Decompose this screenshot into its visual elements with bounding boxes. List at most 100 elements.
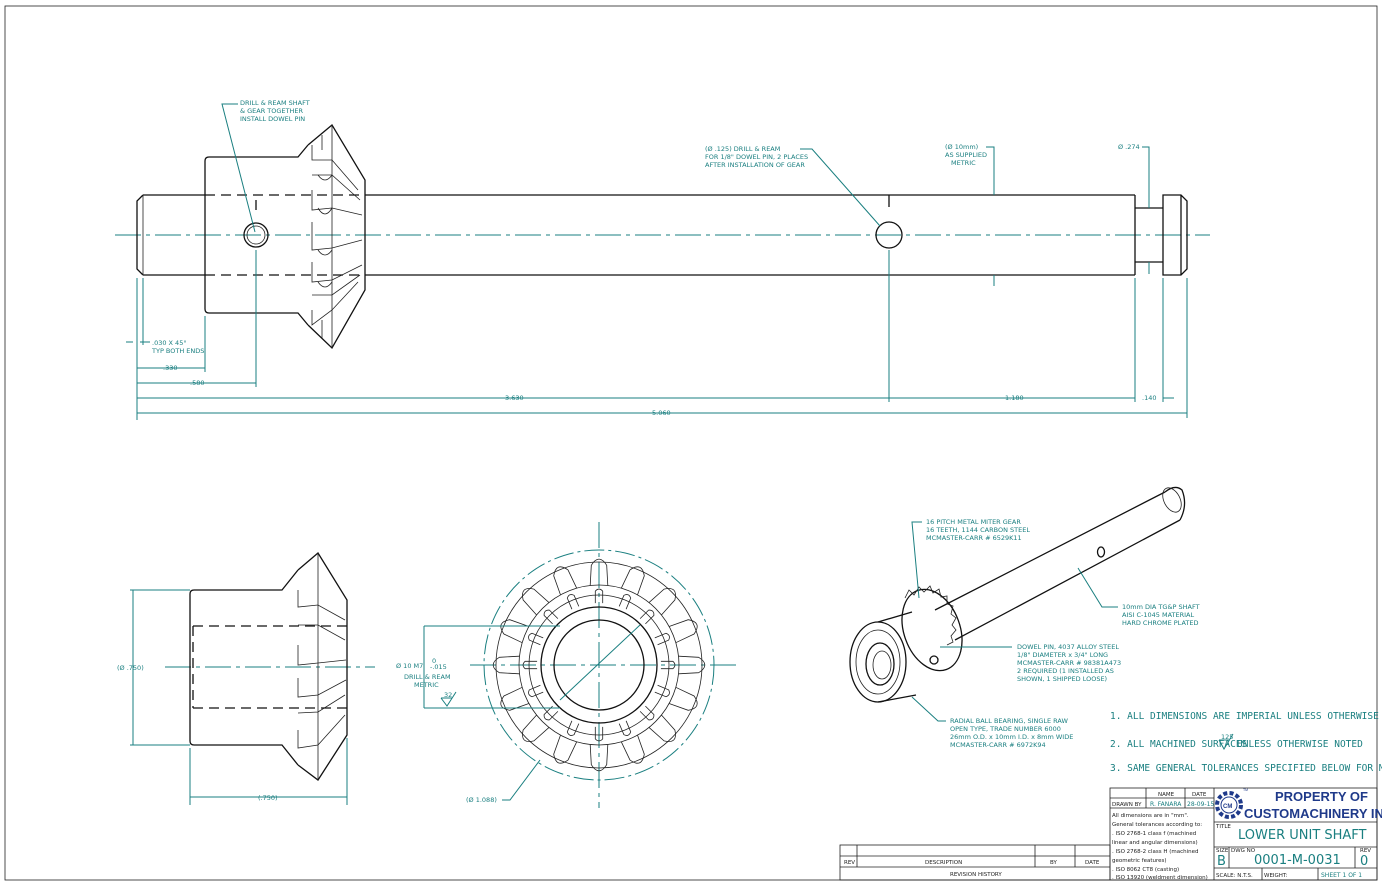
drawing-label: CUSTOMACHINERY INC.: [1244, 806, 1382, 821]
drawing-label: B: [1217, 854, 1226, 869]
drawing-label: OPEN TYPE, TRADE NUMBER 6000: [950, 725, 1061, 733]
drawing-line: [189, 569, 299, 766]
drawing-line: [911, 521, 922, 599]
drawing-label: 5.060: [652, 409, 671, 417]
drawing-label: SHEET 1 OF 1: [1321, 872, 1362, 879]
gear-tooth-inner: [660, 660, 676, 670]
drawing-label: 1/8" DIAMETER x 3/4" LONG: [1017, 651, 1108, 659]
revision-history-block: REV DESCRIPTION BY DATE REVISION HISTORY: [839, 844, 1111, 881]
drawing-line: [865, 642, 895, 686]
drawing-label: REV: [844, 860, 855, 866]
drawing-line: [424, 625, 560, 709]
drawing-label: SIZE: [1216, 848, 1229, 854]
drawing-label: TITLE: [1215, 824, 1231, 830]
drawing-line: [911, 696, 946, 722]
drawing-label: NAME: [1158, 792, 1175, 798]
drawing-line: [246, 225, 266, 245]
drawing-line: [986, 146, 995, 286]
gear-tooth: [522, 714, 550, 742]
gear-tooth-inner: [639, 609, 655, 625]
gear-tooth-inner: [522, 660, 538, 670]
drawing-label: UNLESS OTHERWISE NOTED: [1237, 739, 1363, 750]
drawing-line: [492, 558, 706, 772]
drawing-label: .140: [1142, 394, 1156, 402]
gear-tooth-inner: [528, 684, 544, 698]
gear-tooth-inner: [594, 588, 604, 604]
drawing-label: SHOWN, 1 SHIPPED LOOSE): [1017, 675, 1107, 683]
drawing-label: All dimensions are in "mm".: [1112, 813, 1189, 819]
drawing-label: . ISO 13920 (weldment dimension): [1112, 875, 1208, 881]
drawing-label: TM: [1243, 788, 1248, 792]
drawing-label: 0001-M-0031: [1254, 853, 1341, 868]
drawing-label: 10mm DIA TG&P SHAFT: [1122, 603, 1200, 611]
drawing-line: [901, 588, 963, 672]
drawing-label: AISI C-1045 MATERIAL: [1122, 611, 1194, 619]
gear-tooth: [648, 588, 676, 616]
gear-tooth: [620, 566, 645, 596]
shaft-top-view: [115, 124, 1210, 350]
drawing-line: [297, 590, 347, 666]
drawing-line: [929, 655, 939, 665]
drawing-label: 0: [1360, 854, 1368, 869]
drawing-line: [840, 845, 1110, 868]
drawing-label: (Ø 1.088): [466, 796, 497, 804]
isometric-view: 16 PITCH METAL MITER GEAR 16 TEETH, 1144…: [849, 486, 1200, 749]
drawing-line: [1109, 787, 1378, 881]
drawing-label: 2. ALL MACHINED SURFACES: [1110, 739, 1248, 750]
drawing-label: SCALE: N.T.S.: [1216, 873, 1253, 879]
gear-tooth-inner: [594, 726, 604, 742]
drawing-label: R. FANARA: [1150, 801, 1182, 808]
drawing-label: DRILL & REAM SHAFT: [240, 99, 310, 107]
sheet-border: [4, 5, 1378, 881]
drawing-label: BY: [1050, 860, 1057, 866]
drawing-label: WEIGHT:: [1264, 873, 1288, 879]
drawing-label: 1. ALL DIMENSIONS ARE IMPERIAL UNLESS OT…: [1110, 711, 1382, 722]
drawing-label: DATE: [1085, 860, 1100, 866]
drawing-label: .030 X 45°: [152, 339, 187, 347]
drawing-label: CM: [1223, 804, 1232, 810]
drawing-line: [130, 589, 348, 805]
drawing-label: METRIC: [414, 681, 439, 689]
gear-tooth: [492, 655, 520, 675]
drawing-line: [528, 594, 670, 736]
drawing-label: .580: [190, 379, 204, 387]
drawing-label: 2 REQUIRED (1 INSTALLED AS: [1017, 667, 1114, 675]
drawing-label: (.750): [258, 794, 278, 802]
gear-tooth-inner: [566, 594, 580, 610]
drawing-line: [1142, 146, 1150, 274]
drawing-label: 16 PITCH METAL MITER GEAR: [926, 518, 1021, 526]
drawing-label: TYP BOTH ENDS: [151, 347, 204, 355]
gear-tooth: [522, 588, 550, 616]
drawing-line: [221, 103, 256, 233]
drawing-label: MCMASTER-CARR # 6972K94: [950, 741, 1046, 749]
drawing-label: DRAWN BY: [1112, 802, 1142, 808]
drawing-label: RADIAL BALL BEARING, SINGLE RAW: [950, 717, 1069, 725]
drawing-line: [800, 148, 881, 227]
gear-tooth: [589, 744, 609, 772]
drawing-label: REV: [1360, 848, 1371, 854]
drawing-line: [1220, 796, 1238, 814]
gear-side-view: (Ø .750) (.750): [117, 552, 375, 805]
drawing-label: AS SUPPLIED: [945, 151, 987, 159]
drawing-line: [540, 606, 658, 724]
drawing-line: [321, 125, 333, 348]
drawing-label: DRILL & REAM: [404, 673, 451, 681]
drawing-label: METRIC: [951, 159, 976, 167]
drawing-line: [204, 144, 309, 326]
drawing-line: [297, 553, 347, 780]
drawing-line: [307, 124, 366, 350]
drawing-line: [559, 624, 641, 701]
drawing-line: [311, 145, 363, 251]
surface-finish-icon: [440, 691, 457, 707]
drawing-label: . ISO 8062 CT8 (casting): [1112, 867, 1179, 873]
drawing-label: DESCRIPTION: [925, 860, 962, 866]
drawing-label: 3. SAME GENERAL TOLERANCES SPECIFIED BEL…: [1110, 763, 1382, 774]
drawing-line: [1215, 791, 1243, 819]
gear-tooth-inner: [528, 632, 544, 646]
drawing-label: (Ø .125) DRILL & REAM: [705, 145, 780, 153]
drawing-label: (Ø .750): [117, 664, 144, 672]
drawing-line: [311, 125, 363, 348]
drawing-label: 1.180: [1005, 394, 1024, 402]
drawing-label: 3.630: [505, 394, 524, 402]
